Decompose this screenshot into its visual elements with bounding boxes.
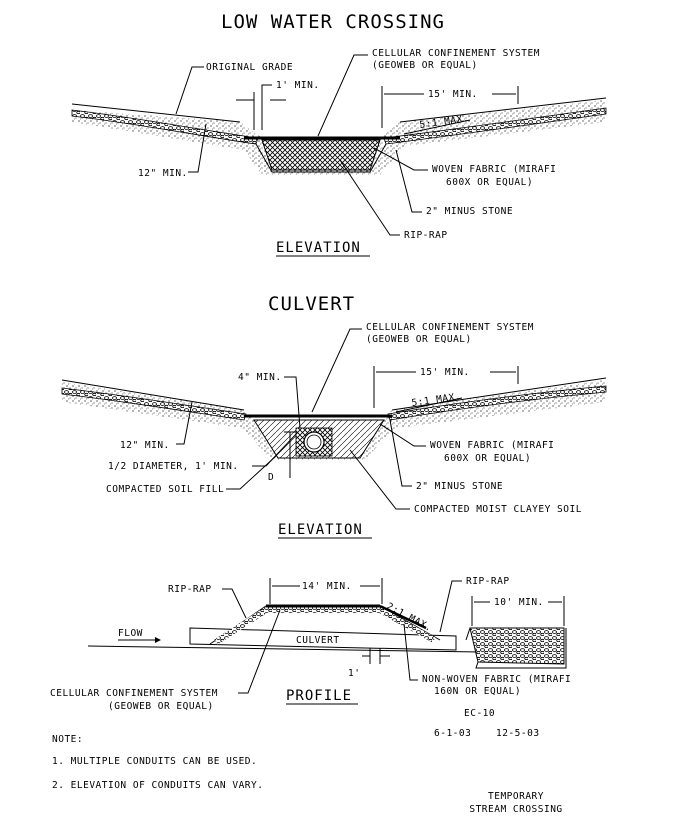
view-label-profile: PROFILE xyxy=(286,688,352,704)
sheet-date-1: 6-1-03 xyxy=(434,728,471,739)
woven-fabric-line xyxy=(255,143,387,173)
low-water-crossing-section: ORIGINAL GRADE 1' MIN. CELLULAR CONFINEM… xyxy=(71,48,607,257)
culvert-grade-right xyxy=(391,377,607,411)
culvert-label-soil-fill: COMPACTED SOIL FILL xyxy=(106,484,224,495)
leader-original-grade xyxy=(175,66,204,115)
culvert-rip-rap-right xyxy=(387,385,607,421)
culvert-label-ccs-line1: CELLULAR CONFINEMENT SYSTEM xyxy=(366,322,534,333)
label-woven-line2: 600X OR EQUAL) xyxy=(446,177,533,188)
culvert-label-clayey: COMPACTED MOIST CLAYEY SOIL xyxy=(414,504,582,515)
profile-label-14ft: 14' MIN. xyxy=(302,581,352,592)
label-original-grade: ORIGINAL GRADE xyxy=(206,62,293,73)
profile-dim-14ft-ext xyxy=(269,578,383,604)
culvert-dim-d xyxy=(284,431,296,478)
profile-label-ccs-line1: CELLULAR CONFINEMENT SYSTEM xyxy=(50,688,218,699)
profile-section: RIP-RAP 14' MIN. RIP-RAP 2:1 MAX. 10' MI… xyxy=(50,576,571,712)
note-item-1: 1. MULTIPLE CONDUITS CAN BE USED. xyxy=(52,756,257,767)
profile-culvert-pipe xyxy=(189,627,457,651)
leader-woven xyxy=(373,147,428,171)
original-grade-line-left xyxy=(71,103,241,123)
culvert-grade-left xyxy=(61,379,245,411)
leader-rip-rap xyxy=(339,159,400,236)
sheet-code: EC-10 xyxy=(464,708,495,719)
profile-label-nonwoven-line1: NON-WOVEN FABRIC (MIRAFI xyxy=(422,674,571,685)
slope-dim-line xyxy=(403,119,471,135)
profile-streambed-line xyxy=(87,645,481,653)
culvert-label-12in: 12" MIN. xyxy=(120,440,170,451)
profile-leader-riprap-right xyxy=(439,580,462,633)
sheet-title-line2: STREAM CROSSING xyxy=(469,804,562,815)
sheet-date-2: 12-5-03 xyxy=(496,728,540,739)
culvert-subgrade xyxy=(62,380,606,460)
dim-15ft-ext xyxy=(381,86,519,128)
culvert-label-4in: 4" MIN. xyxy=(238,372,282,383)
profile-rip-rap-band xyxy=(214,607,436,645)
profile-label-riprap-right: RIP-RAP xyxy=(466,576,510,587)
culvert-leader-12in xyxy=(176,401,193,445)
culvert-leader-4in xyxy=(284,376,301,429)
profile-label-riprap-left: RIP-RAP xyxy=(168,584,212,595)
profile-dim-10ft-ext xyxy=(471,596,565,626)
rip-rap-right xyxy=(383,107,607,145)
profile-ccs-slope xyxy=(379,604,427,630)
culvert-label-stone: 2" MINUS STONE xyxy=(416,481,503,492)
culvert-pipe-inner xyxy=(306,434,322,450)
profile-label-1ft: 1' xyxy=(348,668,360,679)
culvert-slope-line xyxy=(395,397,463,413)
label-1ft-min: 1' MIN. xyxy=(276,80,320,91)
label-woven-line1: WOVEN FABRIC (MIRAFI xyxy=(432,164,556,175)
profile-dim-1ft xyxy=(362,648,390,664)
leader-12in xyxy=(188,123,207,173)
profile-leader-ccs xyxy=(238,609,281,694)
original-grade-line-right xyxy=(399,97,607,123)
culvert-rip-rap-left xyxy=(61,387,247,421)
minus-stone-fill xyxy=(261,139,381,171)
drawing-title: LOW WATER CROSSING xyxy=(221,11,445,33)
culvert-dim-15ft-ext xyxy=(373,366,519,408)
dim-1ft-ext xyxy=(253,92,263,130)
culvert-section: CELLULAR CONFINEMENT SYSTEM (GEOWEB OR E… xyxy=(61,322,607,539)
label-ccs-line1: CELLULAR CONFINEMENT SYSTEM xyxy=(372,48,540,59)
leader-1ft-min xyxy=(261,84,272,110)
label-15ft-min: 15' MIN. xyxy=(428,89,478,100)
profile-label-flow: FLOW xyxy=(118,628,143,639)
leader-ccs xyxy=(317,54,368,137)
label-ccs-line2: (GEOWEB OR EQUAL) xyxy=(372,60,478,71)
profile-label-ccs-line2: (GEOWEB OR EQUAL) xyxy=(108,701,214,712)
culvert-leader-ccs xyxy=(311,328,362,413)
notes-heading: NOTE: xyxy=(52,734,83,745)
culvert-leader-soil-fill xyxy=(226,455,277,490)
culvert-label-woven-line1: WOVEN FABRIC (MIRAFI xyxy=(430,440,554,451)
culvert-title: CULVERT xyxy=(268,293,355,315)
leader-stone xyxy=(395,149,422,213)
view-label-elevation-1: ELEVATION xyxy=(276,240,361,256)
label-12in-min: 12" MIN. xyxy=(138,168,188,179)
culvert-label-15ft: 15' MIN. xyxy=(420,367,470,378)
profile-apron-outline xyxy=(465,627,567,669)
culvert-leader-woven xyxy=(379,423,426,447)
view-label-elevation-2: ELEVATION xyxy=(278,522,363,538)
profile-leader-riprap-left xyxy=(222,588,247,619)
profile-label-nonwoven-line2: 160N OR EQUAL) xyxy=(434,686,521,697)
culvert-label-woven-line2: 600X OR EQUAL) xyxy=(444,453,531,464)
label-minus-stone: 2" MINUS STONE xyxy=(426,206,513,217)
profile-leader-nonwoven xyxy=(403,623,418,681)
culvert-label-d: D xyxy=(268,472,274,483)
culvert-leader-clayey xyxy=(349,449,410,510)
subgrade-soil xyxy=(72,100,606,175)
profile-label-10ft: 10' MIN. xyxy=(494,597,544,608)
culvert-leader-stone xyxy=(389,419,412,487)
sheet-title-line1: TEMPORARY xyxy=(488,791,544,802)
profile-rip-rap-apron xyxy=(469,627,565,665)
culvert-leader-half-diam xyxy=(252,431,299,467)
profile-label-culvert: CULVERT xyxy=(296,635,340,646)
culvert-label-half-diam: 1/2 DIAMETER, 1' MIN. xyxy=(108,461,239,472)
culvert-label-ccs-line2: (GEOWEB OR EQUAL) xyxy=(366,334,472,345)
note-item-2: 2. ELEVATION OF CONDUITS CAN VARY. xyxy=(52,780,263,791)
label-rip-rap: RIP-RAP xyxy=(404,230,448,241)
